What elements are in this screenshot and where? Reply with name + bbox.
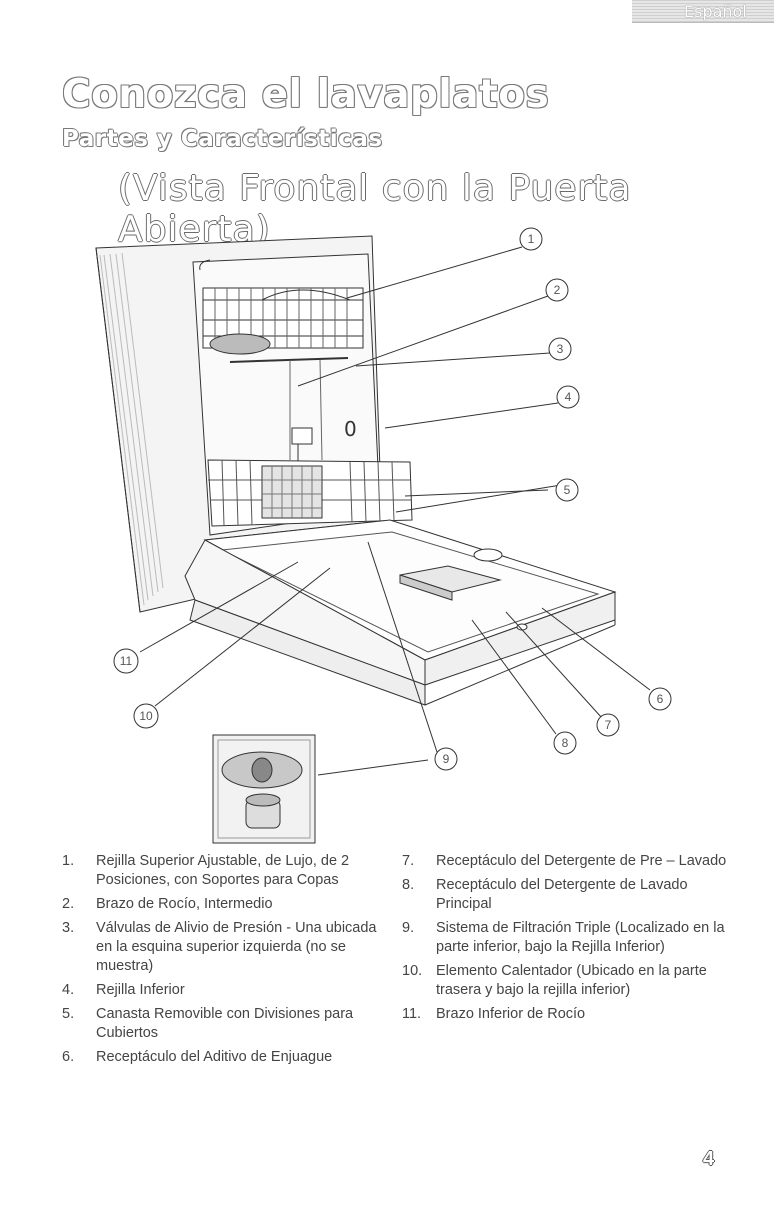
legend-text: Rejilla Inferior xyxy=(96,982,185,998)
callout-6-label: 6 xyxy=(657,692,664,706)
legend-item: 3. Válvulas de Alivio de Presión - Una ub… xyxy=(62,919,382,976)
callout-5 xyxy=(555,478,579,502)
legend-number: 6. xyxy=(62,1049,75,1065)
callout-5-label: 5 xyxy=(564,483,571,497)
callout-6 xyxy=(648,687,672,711)
callout-8 xyxy=(553,731,577,755)
legend-item: 11. Brazo Inferior de Rocío xyxy=(402,1005,742,1024)
parts-legend-left: 1. Rejilla Superior Ajustable, de Lujo, d… xyxy=(62,852,382,1072)
svg-text:0: 0 xyxy=(344,417,357,441)
callout-4-label: 4 xyxy=(565,390,572,404)
legend-number: 9. xyxy=(402,920,415,936)
language-tab-label: Español xyxy=(684,2,747,21)
callout-3 xyxy=(548,337,572,361)
callout-4 xyxy=(556,385,580,409)
parts-legend-right: 7. Receptáculo del Detergente de Pre – La… xyxy=(402,852,742,1029)
legend-text: Válvulas de Alivio de Presión - Una ubic… xyxy=(96,920,377,974)
callout-11 xyxy=(113,648,139,674)
callout-9-label: 9 xyxy=(443,752,450,766)
page-number: 4 xyxy=(703,1148,715,1170)
legend-number: 11. xyxy=(402,1006,422,1022)
legend-number: 10. xyxy=(402,963,423,979)
callout-2-label: 2 xyxy=(554,283,561,297)
legend-number: 3. xyxy=(62,920,75,936)
legend-item: 9. Sistema de Filtración Triple (Localiza… xyxy=(402,919,742,957)
legend-item: 4. Rejilla Inferior xyxy=(62,981,382,1000)
legend-text: Sistema de Filtración Triple (Localizado… xyxy=(436,920,725,955)
language-tab: Español xyxy=(632,0,774,23)
page-subtitle: Partes y Características xyxy=(62,126,383,152)
callout-2 xyxy=(545,278,569,302)
legend-text: Brazo de Rocío, Intermedio xyxy=(96,896,273,912)
legend-text: Rejilla Superior Ajustable, de Lujo, de … xyxy=(96,853,350,888)
legend-text: Receptáculo del Detergente de Lavado Pri… xyxy=(436,877,688,912)
callout-10 xyxy=(133,703,159,729)
legend-text: Canasta Removible con Divisiones para Cu… xyxy=(96,1006,354,1041)
dishwasher-door xyxy=(184,519,617,706)
page-title: Conozca el lavaplatos xyxy=(62,72,550,117)
legend-text: Receptáculo del Aditivo de Enjuague xyxy=(96,1049,333,1065)
callout-leaders xyxy=(139,246,651,776)
callout-3-label: 3 xyxy=(557,342,564,356)
filter-inset xyxy=(212,734,316,844)
legend-item: 10. Elemento Calentador (Ubicado en la pa… xyxy=(402,962,742,1000)
callout-7-label: 7 xyxy=(605,718,612,732)
legend-item: 6. Receptáculo del Aditivo de Enjuague xyxy=(62,1048,382,1067)
legend-item: 5. Canasta Removible con Divisiones para … xyxy=(62,1005,382,1043)
callout-8-label: 8 xyxy=(562,736,569,750)
legend-item: 2. Brazo de Rocío, Intermedio xyxy=(62,895,382,914)
legend-item: 8. Receptáculo del Detergente de Lavado P… xyxy=(402,876,742,914)
callout-10-label: 10 xyxy=(139,709,153,723)
legend-item: 1. Rejilla Superior Ajustable, de Lujo, d… xyxy=(62,852,382,890)
legend-text: Elemento Calentador (Ubicado en la parte… xyxy=(436,963,707,998)
callout-1-label: 1 xyxy=(528,232,535,246)
callout-markers: 1 2 3 4 5 6 7 8 9 10 11 xyxy=(113,227,672,771)
callout-7 xyxy=(596,713,620,737)
dishwasher-cabinet: 0 xyxy=(95,235,413,613)
legend-number: 2. xyxy=(62,896,75,912)
legend-number: 7. xyxy=(402,853,415,869)
legend-number: 4. xyxy=(62,982,75,998)
view-title: (Vista Frontal con la Puerta Abierta) xyxy=(118,168,632,250)
legend-number: 5. xyxy=(62,1006,75,1022)
legend-text: Brazo Inferior de Rocío xyxy=(436,1006,586,1022)
callout-9 xyxy=(434,747,458,771)
callout-11-label: 11 xyxy=(120,654,133,668)
legend-number: 8. xyxy=(402,877,415,893)
legend-item: 7. Receptáculo del Detergente de Pre – La… xyxy=(402,852,742,871)
legend-text: Receptáculo del Detergente de Pre – Lava… xyxy=(436,853,727,869)
legend-number: 1. xyxy=(62,853,75,869)
callout-1 xyxy=(519,227,543,251)
